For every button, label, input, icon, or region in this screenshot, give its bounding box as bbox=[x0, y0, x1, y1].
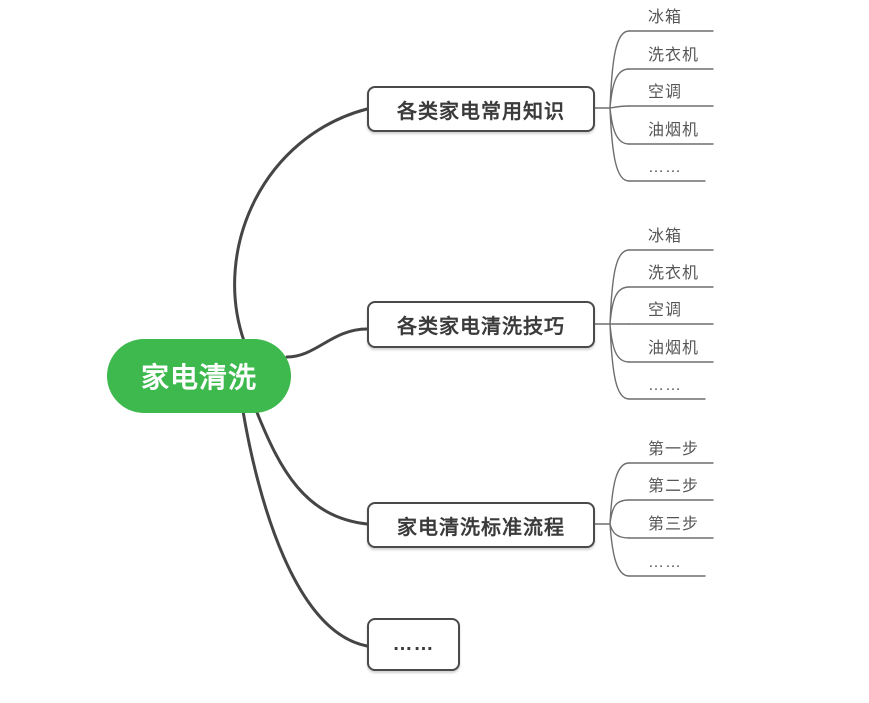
branch-node-label: 各类家电常用知识 bbox=[397, 100, 565, 123]
branch1-leaf-underlines bbox=[628, 30, 714, 182]
branch-node-ellipsis[interactable]: …… bbox=[367, 618, 460, 671]
leaf-node-b3-1[interactable]: 第一步 bbox=[648, 441, 700, 458]
edge-root-branch2 bbox=[285, 327, 369, 359]
branch-node-label: …… bbox=[392, 633, 435, 655]
leaf-node-b3-2[interactable]: 第二步 bbox=[648, 478, 700, 495]
leaf-node-b1-5[interactable]: …… bbox=[648, 159, 682, 176]
leaf-node-b2-1[interactable]: 冰箱 bbox=[648, 228, 683, 245]
branch-node-label: 各类家电清洗技巧 bbox=[397, 316, 565, 338]
branch3-leaf-underlines bbox=[628, 462, 714, 577]
leaf-node-b2-5[interactable]: …… bbox=[648, 377, 682, 394]
branch3-leaf-connectors bbox=[594, 462, 630, 577]
branch1-leaf-connectors bbox=[594, 30, 630, 182]
root-node-label: 家电清洗 bbox=[140, 362, 257, 393]
leaf-node-b1-4[interactable]: 油烟机 bbox=[648, 122, 700, 139]
branch2-leaf-underlines bbox=[628, 249, 714, 400]
leaf-node-b3-4[interactable]: …… bbox=[648, 554, 682, 571]
edge-root-branch4 bbox=[241, 409, 369, 648]
branch-node-knowledge[interactable]: 各类家电常用知识 bbox=[367, 86, 595, 132]
edge-root-branch1 bbox=[233, 107, 369, 343]
leaf-node-b2-4[interactable]: 油烟机 bbox=[648, 340, 700, 357]
leaf-node-b3-3[interactable]: 第三步 bbox=[648, 516, 700, 533]
leaf-node-b2-3[interactable]: 空调 bbox=[648, 302, 683, 319]
branch-node-label: 家电清洗标准流程 bbox=[397, 516, 565, 539]
leaf-node-b1-1[interactable]: 冰箱 bbox=[648, 9, 683, 26]
leaf-node-b2-2[interactable]: 洗衣机 bbox=[648, 265, 700, 282]
branch2-leaf-connectors bbox=[594, 249, 630, 400]
leaf-node-b1-3[interactable]: 空调 bbox=[648, 84, 683, 101]
edge-root-branch3 bbox=[254, 408, 369, 526]
branch-node-tips[interactable]: 各类家电清洗技巧 bbox=[367, 301, 595, 348]
leaf-node-b1-2[interactable]: 洗衣机 bbox=[648, 47, 700, 64]
branch-node-process[interactable]: 家电清洗标准流程 bbox=[367, 502, 595, 548]
root-node[interactable]: 家电清洗 bbox=[107, 339, 291, 413]
